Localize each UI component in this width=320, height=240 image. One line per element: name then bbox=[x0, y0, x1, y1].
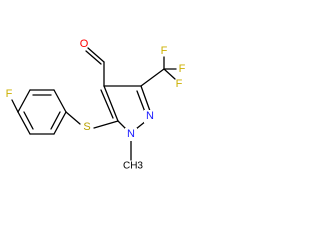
molecule-diagram: O F S N N CH3 F F F bbox=[5, 37, 186, 172]
bond-cho-o-1 bbox=[87, 47, 105, 63]
bond-ar-1 bbox=[53, 89, 67, 113]
bond-ar-6 bbox=[53, 111, 67, 135]
bond-cf3-f-lower bbox=[163, 68, 176, 80]
sulfur-label: S bbox=[83, 121, 90, 133]
cf3-fluorine-top-label: F bbox=[161, 45, 168, 57]
aryl-fluorine-label: F bbox=[6, 88, 13, 100]
bond-c3-n2 bbox=[140, 85, 151, 112]
structure-svg: O F S N N CH3 F F F bbox=[6, 38, 186, 172]
bond-ar-f bbox=[11, 99, 19, 113]
bond-s-aryl bbox=[65, 111, 81, 125]
cf3-fluorine-right-label: F bbox=[179, 63, 186, 75]
ring-nitrogen-1-label: N bbox=[127, 128, 135, 140]
cf3-fluorine-lower-label: F bbox=[176, 78, 183, 90]
sulfur-label-bg bbox=[81, 120, 93, 134]
aldehyde-oxygen-label: O bbox=[80, 38, 89, 50]
nitrogen-2-label-bg bbox=[144, 110, 156, 123]
bond-cho-o-2 bbox=[85, 50, 102, 65]
methyl-label: CH3 bbox=[123, 161, 143, 172]
bond-ar-6-inner bbox=[50, 111, 61, 130]
ring-nitrogen-2-label: N bbox=[146, 110, 154, 122]
bond-c5-s bbox=[93, 120, 119, 129]
bond-ar-4-inner bbox=[23, 111, 34, 130]
bond-c5-c4-inner bbox=[100, 89, 114, 119]
bond-ar-4 bbox=[17, 111, 31, 135]
bond-c5-c4 bbox=[103, 85, 119, 122]
nitrogen-1-label-bg bbox=[125, 128, 137, 141]
bond-ar-3 bbox=[17, 89, 31, 113]
bond-c3-n2-inner bbox=[136, 90, 146, 113]
bond-c3-cf3 bbox=[140, 68, 165, 87]
